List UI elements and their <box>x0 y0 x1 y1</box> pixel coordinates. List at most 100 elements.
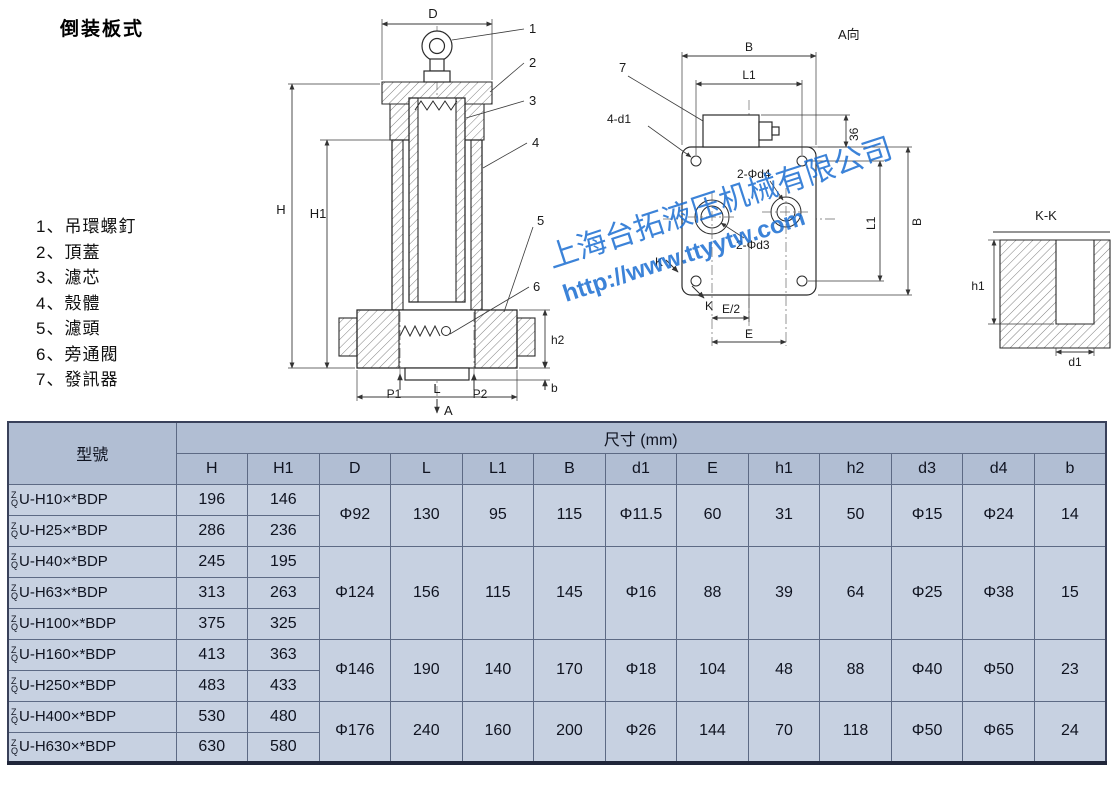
callout-6: 6 <box>533 279 540 294</box>
section-view: K-K h1 d1 <box>971 208 1111 369</box>
parts-list-item: 1、吊環螺釘 <box>36 217 137 236</box>
column-header-d4: d4 <box>962 452 1035 485</box>
column-header-d1: d1 <box>604 452 678 485</box>
cell-H: 375 <box>175 607 249 640</box>
cell-H1: 236 <box>247 514 320 547</box>
model-prefix-letter: Q <box>11 529 19 540</box>
dim-2-d4: 2-Φd4 <box>737 167 771 181</box>
model-prefix-letter: Z <box>11 583 17 594</box>
dim-2-d3: 2-Φd3 <box>736 238 770 252</box>
cell-H: 313 <box>175 576 249 609</box>
cell-L1: 140 <box>461 638 535 702</box>
dim-B-right: B <box>910 218 924 226</box>
column-header-B: B <box>533 452 606 485</box>
dim-4-d1: 4-d1 <box>607 112 631 126</box>
dim-h1: h1 <box>971 279 985 293</box>
cell-h1: 31 <box>747 483 821 547</box>
cell-H1: 146 <box>247 483 320 516</box>
top-view: A向 7 <box>607 27 924 346</box>
cell-D: Φ124 <box>318 545 392 640</box>
dim-H1: H1 <box>310 206 327 221</box>
cell-H1: 580 <box>247 731 320 764</box>
model-prefix-letter: Q <box>11 591 19 602</box>
cell-d4: Φ50 <box>962 638 1035 702</box>
technical-drawing: D H H1 h2 b P1 P2 <box>276 6 1111 418</box>
model-name: U-H63×*BDP <box>19 583 108 601</box>
column-header-E: E <box>676 452 749 485</box>
size-header: 尺寸 (mm) <box>175 421 1107 454</box>
section-label: K-K <box>1035 208 1057 223</box>
cell-h2: 88 <box>819 638 892 702</box>
cell-H1: 325 <box>247 607 320 640</box>
parts-list-item: 5、濾頭 <box>36 319 101 338</box>
parts-list: 1、吊環螺釘 2、頂蓋 3、濾芯 4、殼體 5、濾頭 6、旁通閥 7、發訊器 <box>36 214 136 393</box>
cell-L1: 160 <box>461 700 535 764</box>
model-name: U-H40×*BDP <box>19 552 108 570</box>
parts-list-item: 6、旁通閥 <box>36 344 119 364</box>
cell-d1: Φ26 <box>604 700 678 764</box>
model-prefix-letter: Z <box>11 676 17 687</box>
cell-h2: 64 <box>819 545 892 640</box>
cell-d4: Φ65 <box>962 700 1035 764</box>
dim-D: D <box>428 6 437 21</box>
model-prefix-letter: Z <box>11 614 17 625</box>
column-header-d3: d3 <box>890 452 964 485</box>
column-header-b: b <box>1033 452 1107 485</box>
cell-d3: Φ25 <box>890 545 964 640</box>
model-name: U-H250×*BDP <box>19 676 117 694</box>
cell-E: 60 <box>676 483 749 547</box>
callout-5: 5 <box>537 213 544 228</box>
callout-3: 3 <box>529 93 536 108</box>
column-header-L1: L1 <box>461 452 535 485</box>
sensor-box <box>702 114 760 148</box>
model-name: U-H100×*BDP <box>19 614 117 632</box>
cell-L1: 95 <box>461 483 535 547</box>
model-prefix-letter: Q <box>11 622 19 633</box>
cell-d4: Φ38 <box>962 545 1035 640</box>
column-header-H: H <box>175 452 249 485</box>
model-prefix-letter: Q <box>11 715 19 726</box>
cell-d1: Φ18 <box>604 638 678 702</box>
cell-H: 483 <box>175 669 249 702</box>
callout-1: 1 <box>529 21 536 36</box>
port-P2: P2 <box>473 387 488 401</box>
model-prefix-letter: Z <box>11 707 17 718</box>
cell-B: 115 <box>533 483 606 547</box>
cell-L: 156 <box>390 545 463 640</box>
cell-b: 15 <box>1033 545 1107 640</box>
bypass-valve <box>399 324 441 338</box>
dim-L: L <box>433 381 440 396</box>
callout-4: 4 <box>532 135 539 150</box>
cell-D: Φ92 <box>318 483 392 547</box>
cell-L: 190 <box>390 638 463 702</box>
model-name: U-H25×*BDP <box>19 521 108 539</box>
model-name: U-H160×*BDP <box>19 645 117 663</box>
model-name: U-H400×*BDP <box>19 707 117 725</box>
model-prefix-letter: Q <box>11 745 19 756</box>
model-prefix-letter: Z <box>11 645 17 656</box>
cell-b: 23 <box>1033 638 1107 702</box>
cell-E: 104 <box>676 638 749 702</box>
cell-H: 413 <box>175 638 249 671</box>
cell-B: 170 <box>533 638 606 702</box>
cell-H: 286 <box>175 514 249 547</box>
cell-L: 130 <box>390 483 463 547</box>
cell-d3: Φ15 <box>890 483 964 547</box>
cell-d1: Φ16 <box>604 545 678 640</box>
dim-L1-right: L1 <box>864 216 878 230</box>
dim-b: b <box>551 381 558 395</box>
